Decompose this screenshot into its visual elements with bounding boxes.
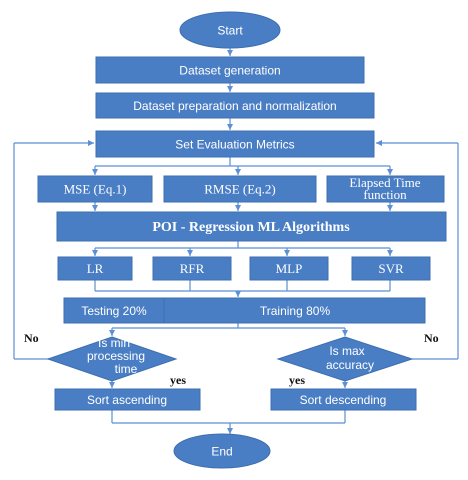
rfr-node: RFR bbox=[152, 256, 232, 281]
no-right-label: No bbox=[424, 331, 439, 345]
end-node: End bbox=[173, 433, 271, 469]
mse-label: MSE (Eq.1) bbox=[64, 182, 127, 197]
testing-label: Testing 20% bbox=[81, 304, 147, 318]
set-metrics-label: Set Evaluation Metrics bbox=[175, 138, 294, 152]
no-left-label: No bbox=[24, 331, 39, 345]
training-label: Training 80% bbox=[260, 304, 331, 318]
elapsed-time-label-line2: function bbox=[363, 187, 407, 202]
dataset-preparation-label: Dataset preparation and normalization bbox=[133, 99, 336, 113]
dataset-generation-node: Dataset generation bbox=[95, 56, 365, 84]
decision-min-line1: Is min bbox=[98, 336, 130, 350]
dataset-generation-label: Dataset generation bbox=[179, 64, 280, 78]
mlp-label: MLP bbox=[276, 261, 303, 276]
training-node: Training 80% bbox=[163, 297, 426, 324]
elapsed-time-label-line1: Elapsed Time bbox=[349, 175, 420, 190]
start-node: Start bbox=[179, 11, 281, 49]
rmse-label: RMSE (Eq.2) bbox=[204, 182, 276, 197]
mse-node: MSE (Eq.1) bbox=[37, 175, 153, 203]
mlp-node: MLP bbox=[249, 256, 329, 281]
end-label: End bbox=[211, 445, 232, 459]
decision-max-accuracy: Is max accuracy bbox=[276, 336, 414, 382]
sort-ascending-label: Sort ascending bbox=[87, 393, 167, 407]
start-label: Start bbox=[217, 24, 243, 38]
yes-right-label: yes bbox=[289, 373, 305, 387]
svr-label: SVR bbox=[378, 261, 404, 276]
poi-label: POI - Regression ML Algorithms bbox=[152, 220, 350, 235]
sort-descending-label: Sort descending bbox=[300, 393, 387, 407]
lr-node: LR bbox=[57, 256, 133, 281]
sort-ascending-node: Sort ascending bbox=[54, 388, 201, 411]
decision-max-line1: Is max bbox=[329, 344, 364, 358]
decision-min-line2: processing bbox=[87, 349, 145, 363]
testing-node: Testing 20% bbox=[63, 297, 165, 324]
set-metrics-node: Set Evaluation Metrics bbox=[95, 130, 375, 158]
rmse-node: RMSE (Eq.2) bbox=[163, 175, 317, 203]
decision-min-line3: time bbox=[115, 362, 138, 376]
yes-left-label: yes bbox=[170, 373, 186, 387]
lr-label: LR bbox=[87, 261, 104, 276]
elapsed-time-node: Elapsed Time function bbox=[326, 175, 445, 203]
svr-node: SVR bbox=[351, 256, 431, 281]
sort-descending-node: Sort descending bbox=[270, 388, 417, 411]
poi-node: POI - Regression ML Algorithms bbox=[56, 211, 447, 242]
rfr-label: RFR bbox=[180, 261, 205, 276]
dataset-preparation-node: Dataset preparation and normalization bbox=[95, 92, 375, 119]
connectors bbox=[13, 48, 459, 434]
decision-min-time: Is min processing time bbox=[46, 336, 178, 382]
decision-max-line2: accuracy bbox=[326, 358, 374, 372]
